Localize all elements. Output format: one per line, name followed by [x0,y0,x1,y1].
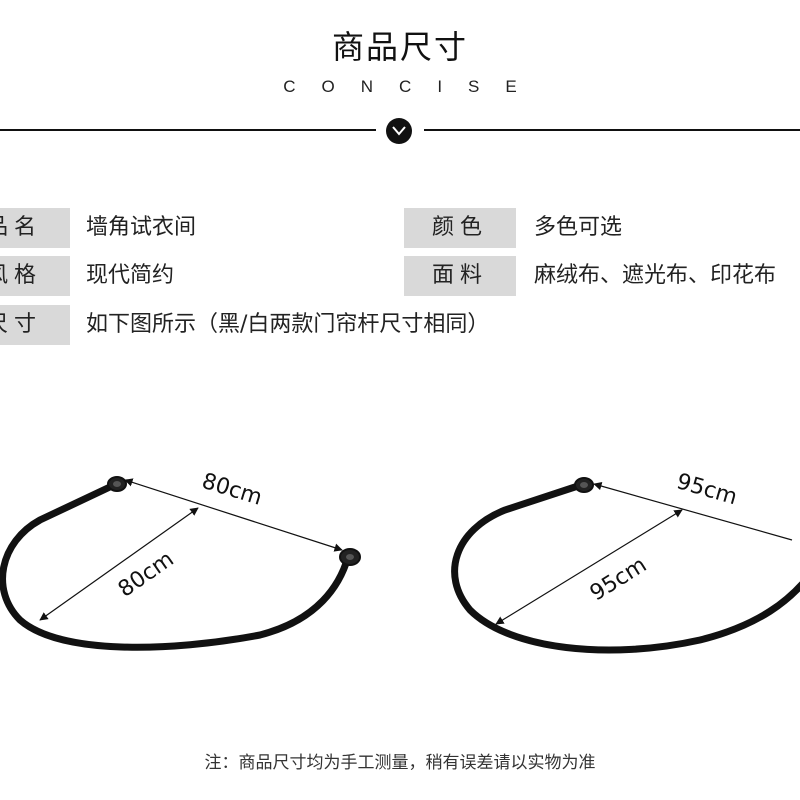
dimension-right-width: 95cm [674,469,740,510]
spec-label-name: 品名 [0,208,70,248]
spec-value-style: 现代简约 [86,263,175,288]
dimension-right-depth: 95cm [586,553,651,607]
spec-value-fabric: 麻绒布、遮光布、印花布 [534,263,777,288]
spec-label-color: 颜色 [404,208,516,248]
curtain-rod-right [451,477,800,654]
measurement-note: 注：商品尺寸均为手工测量，稍有误差请以实物为准 [204,753,596,773]
section-subtitle: CONCISE [283,77,543,96]
spec-label-size: 尺寸 [0,305,70,345]
curtain-rod-diagram: 80cm 80cm 95cm 95cm [0,469,800,654]
spec-value-name: 墙角试衣间 [86,215,197,240]
curtain-rod-left [0,476,361,651]
divider-left [0,129,376,131]
spec-label-fabric: 面料 [404,256,516,296]
chevron-down-icon [386,118,412,144]
spec-value-size: 如下图所示（黑/白两款门帘杆尺寸相同） [86,312,490,337]
section-title: 商品尺寸 [331,28,468,66]
dimension-left-depth: 80cm [114,547,179,603]
spec-label-style: 风格 [0,256,70,296]
spec-value-color: 多色可选 [534,215,623,240]
dimension-left-width: 80cm [199,469,265,511]
divider-right [424,129,800,131]
